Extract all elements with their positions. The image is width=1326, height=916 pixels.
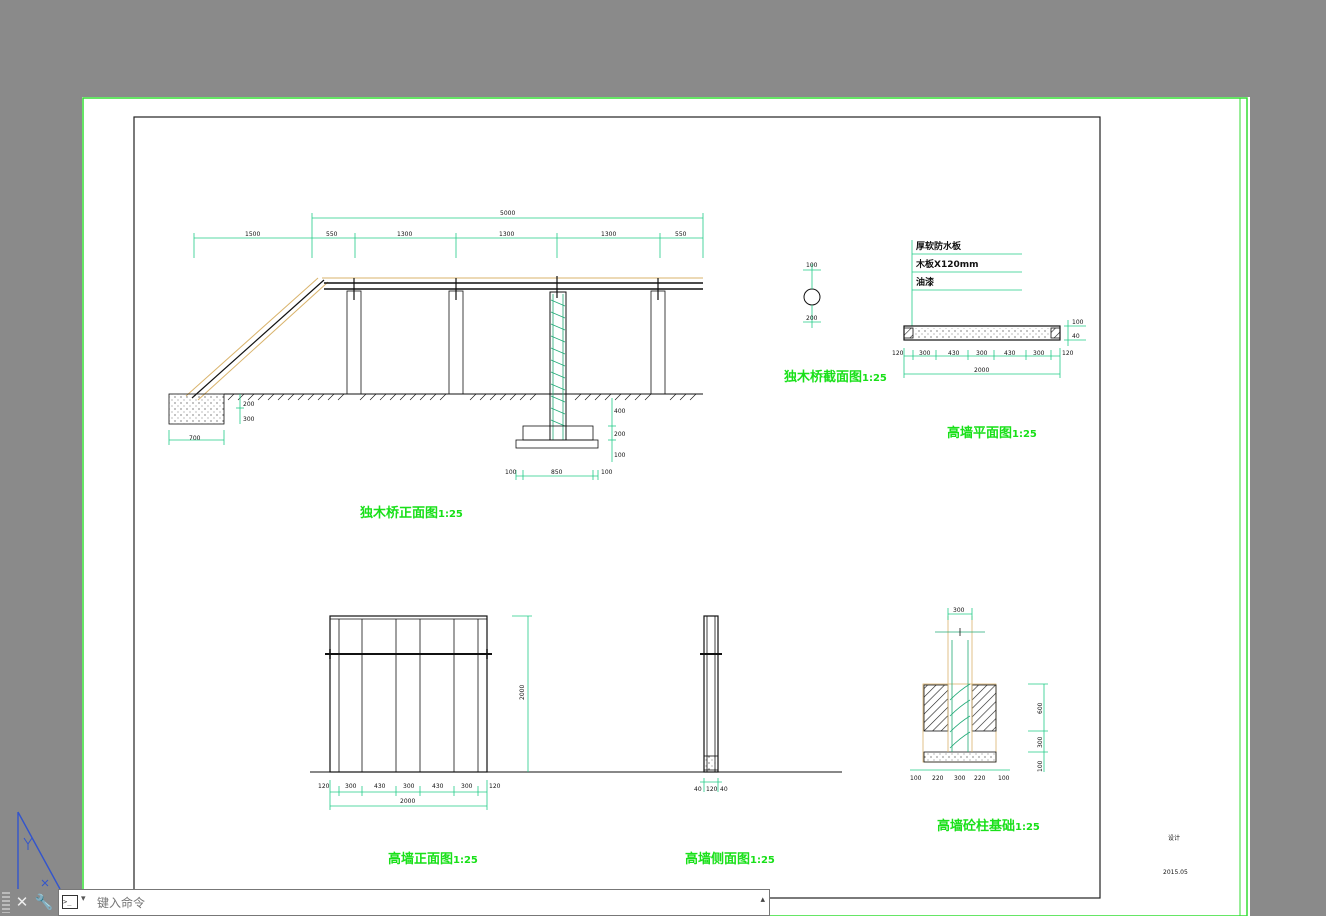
svg-text:300: 300 — [403, 783, 415, 790]
wall-side-dims: 40 120 40 — [694, 786, 728, 793]
svg-text:2000: 2000 — [974, 367, 989, 374]
svg-text:430: 430 — [432, 783, 444, 790]
svg-text:厚软防水板: 厚软防水板 — [916, 240, 962, 252]
command-input[interactable] — [95, 892, 739, 914]
wall-plan — [903, 240, 1086, 378]
titleblock-text-2: 2015.05 — [1163, 869, 1188, 876]
wall-side — [700, 615, 722, 792]
wall-plan-notes: 厚软防水板 木板X120mm 油漆 100 40 120 300 430 300… — [892, 240, 1084, 374]
svg-text:120: 120 — [318, 783, 330, 790]
svg-text:120: 120 — [489, 783, 501, 790]
title-wall-footing: 高墙砼柱基础1:25 — [937, 819, 1040, 834]
title-wall-side: 高墙侧面图1:25 — [685, 852, 775, 867]
svg-text:220: 220 — [974, 775, 986, 782]
svg-text:100: 100 — [998, 775, 1010, 782]
svg-text:700: 700 — [189, 435, 201, 442]
svg-text:100: 100 — [1072, 319, 1084, 326]
svg-text:300: 300 — [1033, 350, 1045, 357]
chevron-up-icon[interactable]: ▴ — [760, 895, 765, 905]
svg-text:1300: 1300 — [499, 231, 514, 238]
svg-text:1500: 1500 — [245, 231, 260, 238]
bridge-section — [803, 264, 821, 328]
svg-text:120: 120 — [1062, 350, 1074, 357]
svg-text:200: 200 — [614, 431, 626, 438]
titleblock-text-1: 设计 — [1168, 834, 1180, 842]
wall-front-dims: 2000 120 300 430 300 430 300 120 2000 — [318, 685, 526, 805]
section-dim-bottom: 200 — [806, 315, 818, 322]
svg-text:550: 550 — [326, 231, 338, 238]
wall-footing-dims: 300 600 300 100 100 220 300 220 100 — [910, 607, 1044, 782]
svg-text:2000: 2000 — [400, 798, 415, 805]
svg-text:300: 300 — [243, 416, 255, 423]
svg-text:100: 100 — [910, 775, 922, 782]
svg-text:600: 600 — [1037, 702, 1044, 714]
title-bridge-elevation: 独木桥正面图1:25 — [360, 506, 463, 521]
title-wall-plan: 高墙平面图1:25 — [947, 426, 1037, 441]
svg-text:100: 100 — [505, 469, 517, 476]
command-box: >_ ▾ ▴ — [58, 889, 770, 916]
svg-text:100: 100 — [601, 469, 613, 476]
svg-text:550: 550 — [675, 231, 687, 238]
svg-text:430: 430 — [948, 350, 960, 357]
bridge-elevation-dims: 5000 1500 550 1300 1300 1300 550 700 200… — [189, 210, 687, 476]
svg-text:300: 300 — [976, 350, 988, 357]
svg-text:100: 100 — [614, 452, 626, 459]
svg-text:40: 40 — [1072, 333, 1080, 340]
svg-text:1300: 1300 — [397, 231, 412, 238]
svg-text:200: 200 — [243, 401, 255, 408]
bridge-elevation — [168, 213, 704, 480]
title-bridge-section: 独木桥截面图1:25 — [784, 370, 887, 385]
title-wall-front: 高墙正面图1:25 — [388, 852, 478, 867]
ucs-icon — [17, 811, 61, 890]
svg-text:120: 120 — [892, 350, 904, 357]
svg-text:300: 300 — [954, 775, 966, 782]
svg-text:100: 100 — [1037, 760, 1044, 772]
svg-text:1300: 1300 — [601, 231, 616, 238]
svg-text:5000: 5000 — [500, 210, 515, 217]
svg-text:300: 300 — [953, 607, 965, 614]
svg-text:300: 300 — [919, 350, 931, 357]
svg-text:430: 430 — [374, 783, 386, 790]
svg-text:木板X120mm: 木板X120mm — [915, 258, 978, 270]
svg-text:430: 430 — [1004, 350, 1016, 357]
svg-text:400: 400 — [614, 408, 626, 415]
command-bar-grip[interactable] — [2, 892, 10, 913]
close-icon[interactable]: ✕ — [15, 893, 29, 911]
svg-text:40: 40 — [694, 786, 702, 793]
svg-text:300: 300 — [461, 783, 473, 790]
svg-text:40: 40 — [720, 786, 728, 793]
wall-footing — [910, 608, 1048, 772]
svg-text:300: 300 — [345, 783, 357, 790]
chevron-down-icon[interactable]: ▾ — [81, 894, 86, 904]
command-prompt-icon[interactable]: >_ — [62, 895, 78, 909]
svg-text:850: 850 — [551, 469, 563, 476]
svg-text:300: 300 — [1037, 736, 1044, 748]
svg-text:120: 120 — [706, 786, 718, 793]
wrench-icon[interactable]: 🔧 — [34, 893, 54, 911]
svg-text:油漆: 油漆 — [916, 276, 934, 288]
svg-text:220: 220 — [932, 775, 944, 782]
command-line-bar: ✕ 🔧 >_ ▾ ▴ — [0, 889, 770, 916]
section-dim-top: 100 — [806, 262, 818, 269]
svg-text:2000: 2000 — [519, 685, 526, 700]
paper-sheet — [82, 97, 1250, 916]
wall-front — [310, 615, 842, 810]
